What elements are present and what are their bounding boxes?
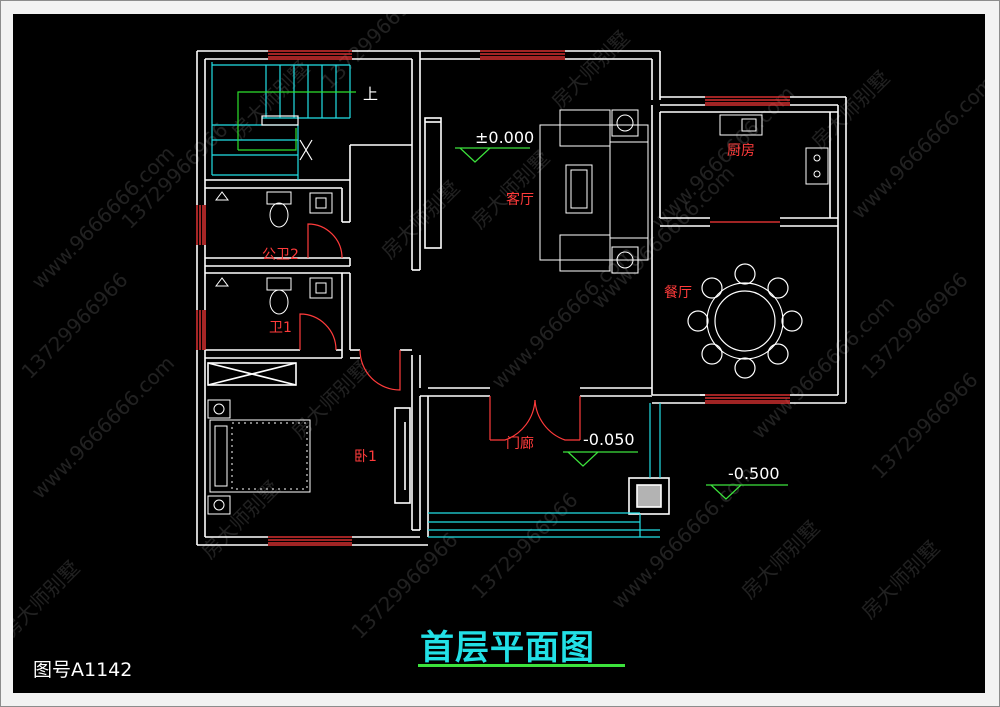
room-label-entrance: 门廊 [506, 435, 534, 452]
watermark-site: www.9666666.com [27, 351, 180, 504]
room-label-dining: 餐厅 [664, 285, 692, 301]
watermark-site: www.9666666.com [487, 241, 640, 394]
bath-fixtures [215, 191, 333, 315]
windows [196, 50, 790, 546]
level-porch: -0.050 [583, 430, 635, 449]
staircase [211, 62, 356, 180]
doors [299, 223, 581, 441]
watermark-company: 房大师别墅 [287, 356, 375, 444]
watermark-site: www.9666666.com [27, 141, 180, 294]
watermark-company: 房大师别墅 [467, 146, 555, 234]
room-label-living: 客厅 [506, 191, 534, 208]
watermark-company: 房大师别墅 [547, 26, 635, 114]
elevation-markers [455, 147, 788, 500]
stair-up-label: 上 [363, 85, 378, 103]
room-label-bedroom1: 卧1 [354, 449, 377, 465]
watermark-company: 房大师别墅 [227, 56, 315, 144]
porch-steps [428, 403, 661, 538]
watermark-company: 房大师别墅 [857, 536, 945, 624]
level-outside: -0.500 [728, 464, 780, 483]
title-underline [418, 664, 625, 667]
room-label-bath1: 卫1 [269, 320, 292, 336]
level-main: ±0.000 [475, 128, 534, 147]
watermark-company: 房大师别墅 [807, 66, 895, 154]
drawing-title: 首层平面图 [420, 628, 595, 668]
watermark-company: 房大师别墅 [13, 556, 84, 644]
dining-table [687, 263, 803, 379]
watermark-company: 房大师别墅 [737, 516, 825, 604]
room-label-kitchen: 厨房 [727, 143, 755, 159]
sofa-set [539, 109, 649, 274]
floor-plan-canvas: www.9666666.com www.9666666.com 13729966… [13, 14, 985, 693]
watermarks: www.9666666.com www.9666666.com 13729966… [13, 14, 985, 644]
watermark-phone: 13729966966 [867, 368, 983, 484]
room-label-public-bath: 公卫2 [262, 247, 299, 263]
bed [207, 399, 311, 515]
floor-plan-svg: www.9666666.com www.9666666.com 13729966… [13, 14, 985, 644]
kitchen-fixtures [719, 114, 829, 185]
drawing-number: 图号A1142 [33, 659, 133, 681]
watermark-phone: 13729966966 [467, 488, 583, 604]
watermark-site: www.9666666.com [587, 161, 740, 314]
watermark-site: www.9666666.com [647, 81, 800, 234]
walls [196, 50, 847, 546]
